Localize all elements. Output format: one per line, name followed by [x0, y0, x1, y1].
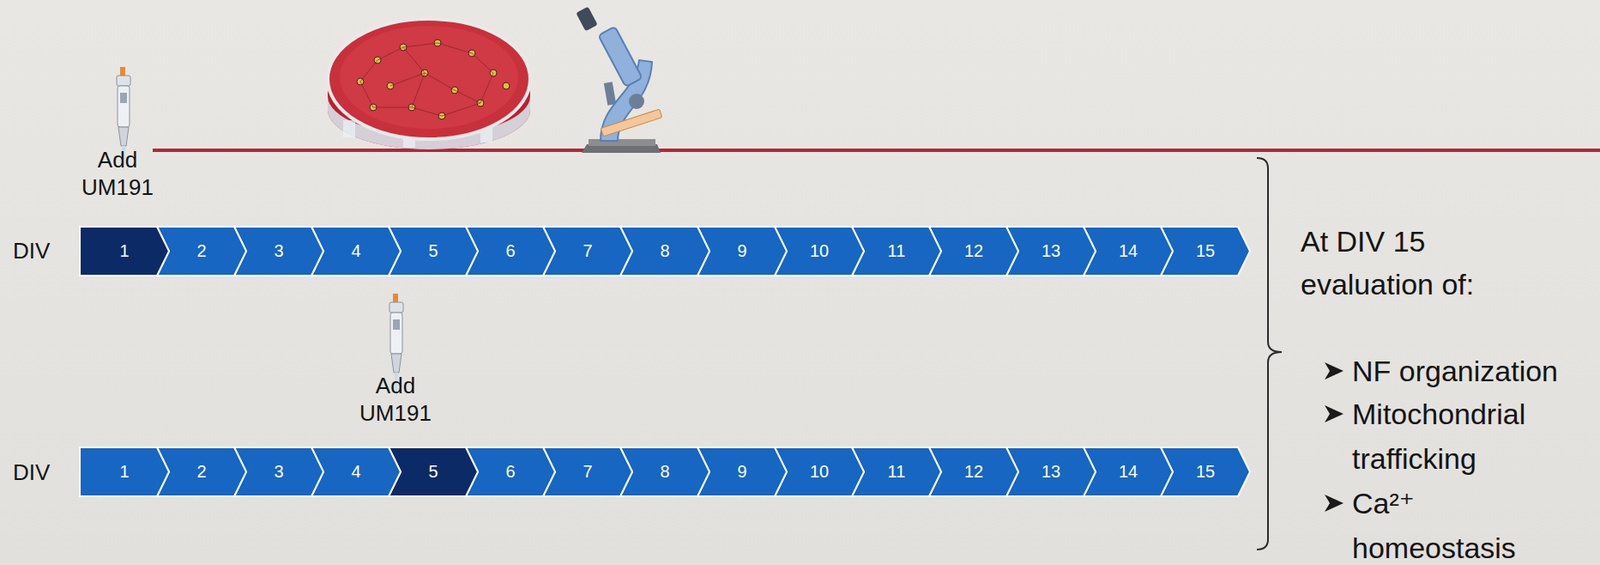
day-chevron: 9	[697, 226, 787, 276]
day-number: 12	[929, 446, 1019, 496]
day-chevron: 5	[388, 446, 478, 496]
day-number: 11	[851, 446, 942, 496]
day-number: 10	[774, 226, 864, 276]
day-chevron: 1	[79, 226, 170, 276]
axis-label: DIV	[12, 236, 50, 265]
bullet-item: Ca²⁺ homeostasis	[1352, 480, 1558, 565]
day-chevron: 15	[1160, 226, 1250, 276]
day-chevron: 12	[929, 226, 1019, 276]
day-chevron: 14	[1083, 226, 1173, 276]
day-chevron: 4	[311, 446, 401, 496]
day-chevron: 8	[620, 446, 710, 496]
day-number: 3	[234, 226, 324, 276]
day-chevron: 13	[1006, 446, 1096, 496]
day-number: 7	[543, 226, 633, 276]
day-chevron: 2	[156, 226, 247, 276]
day-chevron: 8	[620, 226, 710, 276]
day-number: 1	[79, 226, 175, 276]
day-number: 1	[79, 446, 175, 496]
day-chevron: 1	[79, 446, 170, 496]
bullet-item: Mitochondrial trafficking	[1352, 391, 1584, 481]
day-number: 12	[929, 226, 1019, 276]
day-number: 11	[851, 226, 942, 276]
day-chevron: 11	[851, 446, 942, 496]
day-number: 15	[1160, 446, 1250, 496]
day-chevron: 12	[929, 446, 1019, 496]
day-number: 9	[697, 226, 787, 276]
evaluation-heading: At DIV 15 evaluation of:	[1300, 219, 1533, 306]
day-number: 8	[620, 446, 710, 496]
petri-dish	[327, 18, 531, 150]
day-number: 9	[697, 446, 787, 496]
day-number: 6	[465, 226, 556, 276]
day-chevron: 9	[697, 446, 787, 496]
day-number: 8	[620, 226, 710, 276]
day-number: 14	[1083, 446, 1173, 496]
day-number: 15	[1160, 226, 1250, 276]
red-rule	[152, 148, 1600, 152]
day-chevron: 7	[543, 446, 633, 496]
day-number: 4	[311, 446, 401, 496]
curly-bracket	[1256, 157, 1282, 550]
day-chevron: 7	[543, 226, 633, 276]
day-number: 13	[1006, 226, 1096, 276]
day-number: 14	[1083, 226, 1173, 276]
day-chevron: 11	[851, 226, 942, 276]
day-chevron: 6	[465, 446, 556, 496]
day-chevron: 10	[774, 446, 864, 496]
action-label: Add UM191	[81, 145, 154, 201]
day-chevron: 4	[311, 226, 401, 276]
day-number: 13	[1006, 446, 1096, 496]
bullet-item: NF organization	[1352, 348, 1558, 393]
day-number: 7	[543, 446, 633, 496]
microscope	[575, 6, 662, 153]
day-number: 3	[234, 446, 324, 496]
day-number: 2	[156, 226, 247, 276]
day-chevron: 2	[156, 446, 247, 496]
day-chevron: 14	[1083, 446, 1173, 496]
day-chevron: 6	[465, 226, 556, 276]
day-chevron: 3	[234, 226, 324, 276]
day-number: 6	[465, 446, 556, 496]
bullet-arrows	[1324, 362, 1344, 512]
day-number: 10	[774, 446, 864, 496]
action-label: Add UM191	[359, 371, 432, 427]
day-chevron: 3	[234, 446, 324, 496]
axis-label: DIV	[12, 458, 50, 486]
day-chevron: 15	[1160, 446, 1250, 496]
day-number: 4	[311, 226, 401, 276]
day-number: 2	[156, 446, 247, 496]
day-chevron: 10	[774, 226, 864, 276]
day-chevron: 13	[1006, 226, 1096, 276]
day-chevron: 5	[388, 226, 478, 276]
day-number: 5	[388, 226, 478, 276]
day-number: 5	[388, 446, 478, 496]
